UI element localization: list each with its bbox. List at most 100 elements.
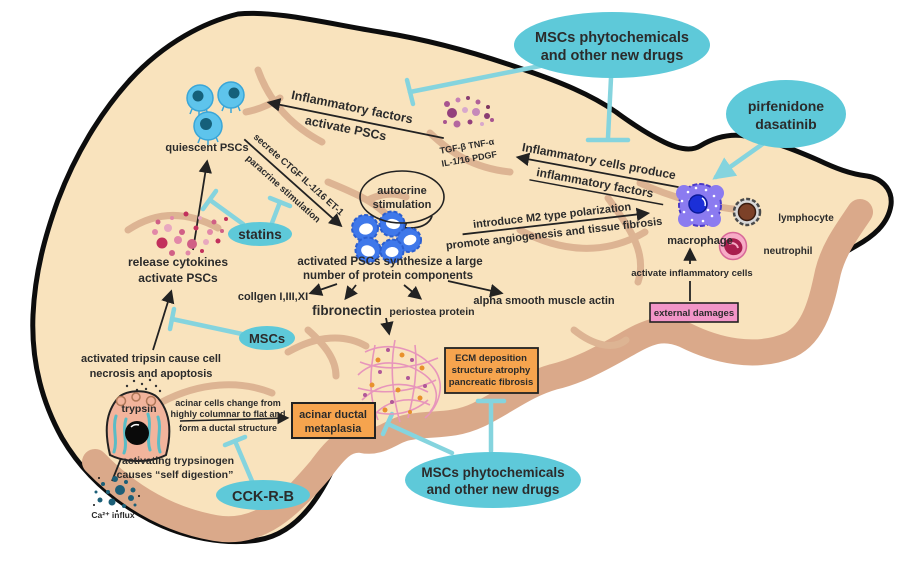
vessel-autocrine bbox=[324, 178, 392, 220]
ecm-deposition-box: ECM deposition structure atrophy pancrea… bbox=[444, 347, 539, 394]
collagen-label: collgen I,III,XI bbox=[238, 291, 308, 303]
ecm-box-label-1: ECM deposition bbox=[455, 353, 527, 364]
macrophage-cell bbox=[676, 183, 724, 227]
inflammatory-cells-underline bbox=[529, 179, 664, 206]
inhibitor-cck bbox=[222, 434, 255, 484]
ca-influx-dots bbox=[93, 476, 140, 512]
arrow-pirfenidone-to-macrophage bbox=[712, 140, 767, 180]
quiescent-pscs-label: quiescent PSCs bbox=[165, 142, 248, 154]
synthesize-label-2: number of protein components bbox=[303, 270, 473, 282]
release-cytokines-dots bbox=[152, 211, 228, 256]
inhibitor-statins-left bbox=[200, 188, 246, 227]
top-drugs-label-2: and other new drugs bbox=[541, 48, 684, 64]
trypsinogen-label-1: activating trypsinogen bbox=[122, 455, 234, 467]
lymphocyte-label: lymphocyte bbox=[778, 213, 834, 224]
autocrine-loop: autocrine stimulation bbox=[359, 170, 445, 224]
quiescent-psc-cells bbox=[186, 81, 245, 145]
arrow-to-fibronectin bbox=[344, 284, 358, 301]
cck-label: CCK-R-B bbox=[232, 489, 294, 505]
fibronectin-label: fibronectin bbox=[312, 303, 382, 318]
ca-influx-label: Ca²⁺ influx bbox=[91, 510, 134, 520]
vessel-branches bbox=[124, 66, 746, 406]
top-drugs-label-1: MSCs phytochemicals bbox=[535, 30, 689, 46]
acinar-change-pathway: acinar cells change from highly columnar… bbox=[170, 398, 290, 433]
external-damages-label: external damages bbox=[654, 308, 734, 319]
statins-label: statins bbox=[238, 227, 282, 242]
top-drugs-ellipse: MSCs phytochemicals and other new drugs bbox=[514, 12, 710, 78]
acinar-change-label-3: form a ductal structure bbox=[179, 423, 277, 433]
arrow-fibronectin-to-mesh bbox=[380, 317, 394, 336]
macrophage-label: macrophage bbox=[667, 235, 732, 247]
bottom-drugs-label-1: MSCs phytochemicals bbox=[421, 465, 564, 480]
tripsin-label-1: activated tripsin cause cell bbox=[81, 353, 221, 365]
external-damages-box: external damages bbox=[649, 302, 739, 323]
pirfenidone-label-1: pirfenidone bbox=[748, 98, 824, 114]
cck-ellipse: CCK-R-B bbox=[216, 480, 310, 510]
arrow-tripsin-to-release bbox=[152, 289, 175, 351]
trypsinogen-label-2: causes “self digestion” bbox=[117, 469, 234, 481]
pancreas-inner-band bbox=[82, 199, 873, 543]
vesicles bbox=[115, 392, 157, 407]
lymphocyte-cell bbox=[732, 197, 762, 227]
arrow-inflammatory-factors bbox=[266, 98, 444, 139]
inhibitor-statins-right bbox=[267, 195, 293, 226]
vessel-mscs-2 bbox=[304, 326, 340, 380]
autocrine-label-1: autocrine bbox=[377, 185, 427, 197]
quiescent-cell bbox=[193, 111, 223, 145]
pancreas-body bbox=[30, 10, 894, 545]
periostea-label: periostea protein bbox=[389, 306, 474, 318]
arrow-m2 bbox=[462, 207, 651, 236]
bottom-drugs-ellipse: MSCs phytochemicals and other new drugs bbox=[405, 452, 581, 508]
activated-cell bbox=[351, 214, 379, 242]
arrow-to-alpha-sma bbox=[447, 280, 504, 298]
neutrophil-label: neutrophil bbox=[764, 246, 813, 257]
ecm-box-label-3: pancreatic fibrosis bbox=[449, 377, 533, 388]
inhibitor-topdrugs-to-inflammatory-factors bbox=[404, 62, 548, 107]
trypsin-cell-label: trypsin bbox=[121, 403, 156, 415]
neutrophil-cell bbox=[718, 231, 748, 261]
tgf-cytokine-dots bbox=[443, 96, 494, 128]
acinar-metaplasia-box: acinar ductal metaplasia bbox=[291, 402, 376, 439]
inhibitor-mscs bbox=[167, 306, 245, 337]
mscs-ellipse: MSCs bbox=[239, 326, 295, 350]
synthesize-label-1: activated PSCs synthesize a large bbox=[297, 256, 482, 268]
inhibitor-bottomdrugs-to-acinar bbox=[380, 411, 455, 456]
self-digestion-speckles bbox=[125, 378, 162, 393]
vessel-tgf bbox=[426, 129, 514, 176]
arrow-secrete bbox=[243, 138, 343, 228]
inhibition-lines bbox=[167, 62, 767, 484]
vessel-autocrine-spur bbox=[364, 190, 410, 204]
arrow-release-to-quiescent bbox=[192, 159, 212, 251]
arrow-to-periostea bbox=[403, 284, 423, 300]
trypsin-acinar-cell: trypsin bbox=[105, 378, 171, 462]
acinar-change-label-2: highly columnar to flat and bbox=[170, 409, 285, 419]
zymogen-strands bbox=[112, 412, 162, 455]
quiescent-cell bbox=[186, 84, 214, 116]
vessel-release bbox=[124, 211, 222, 234]
activated-cell bbox=[379, 238, 405, 264]
vessel-acinar bbox=[158, 381, 276, 406]
acinar-box-label-2: metaplasia bbox=[305, 423, 363, 435]
pirfenidone-label-2: dasatinib bbox=[755, 116, 816, 132]
arrow-to-collagen bbox=[308, 283, 338, 296]
alpha-sma-label: alpha smooth muscle actin bbox=[473, 295, 614, 307]
vessel-mscs-1 bbox=[284, 334, 370, 356]
release-cytokines-label-1: release cytokines bbox=[128, 255, 228, 269]
arrow-inflammatory-cells bbox=[515, 152, 679, 189]
mscs-label: MSCs bbox=[249, 331, 285, 346]
tripsin-label-2: necrosis and apoptosis bbox=[90, 368, 213, 380]
autocrine-label-2: stimulation bbox=[373, 199, 432, 211]
pirfenidone-ellipse: pirfenidone dasatinib bbox=[726, 80, 846, 148]
quiescent-cell bbox=[217, 81, 245, 113]
bottom-drugs-label-2: and other new drugs bbox=[427, 482, 560, 497]
arrow-acinar-change bbox=[179, 412, 290, 425]
acinar-box-label-1: acinar ductal bbox=[299, 409, 367, 421]
inhibitor-topdrugs-vertical bbox=[585, 75, 631, 143]
vessel-center-right-2 bbox=[604, 194, 645, 286]
inhibitor-bottomdrugs-to-ecm bbox=[475, 398, 507, 454]
acinar-change-label-1: acinar cells change from bbox=[175, 398, 281, 408]
activate-inflammatory-label: activate inflammatory cells bbox=[631, 268, 752, 279]
vessel-bottom-right bbox=[570, 326, 630, 349]
